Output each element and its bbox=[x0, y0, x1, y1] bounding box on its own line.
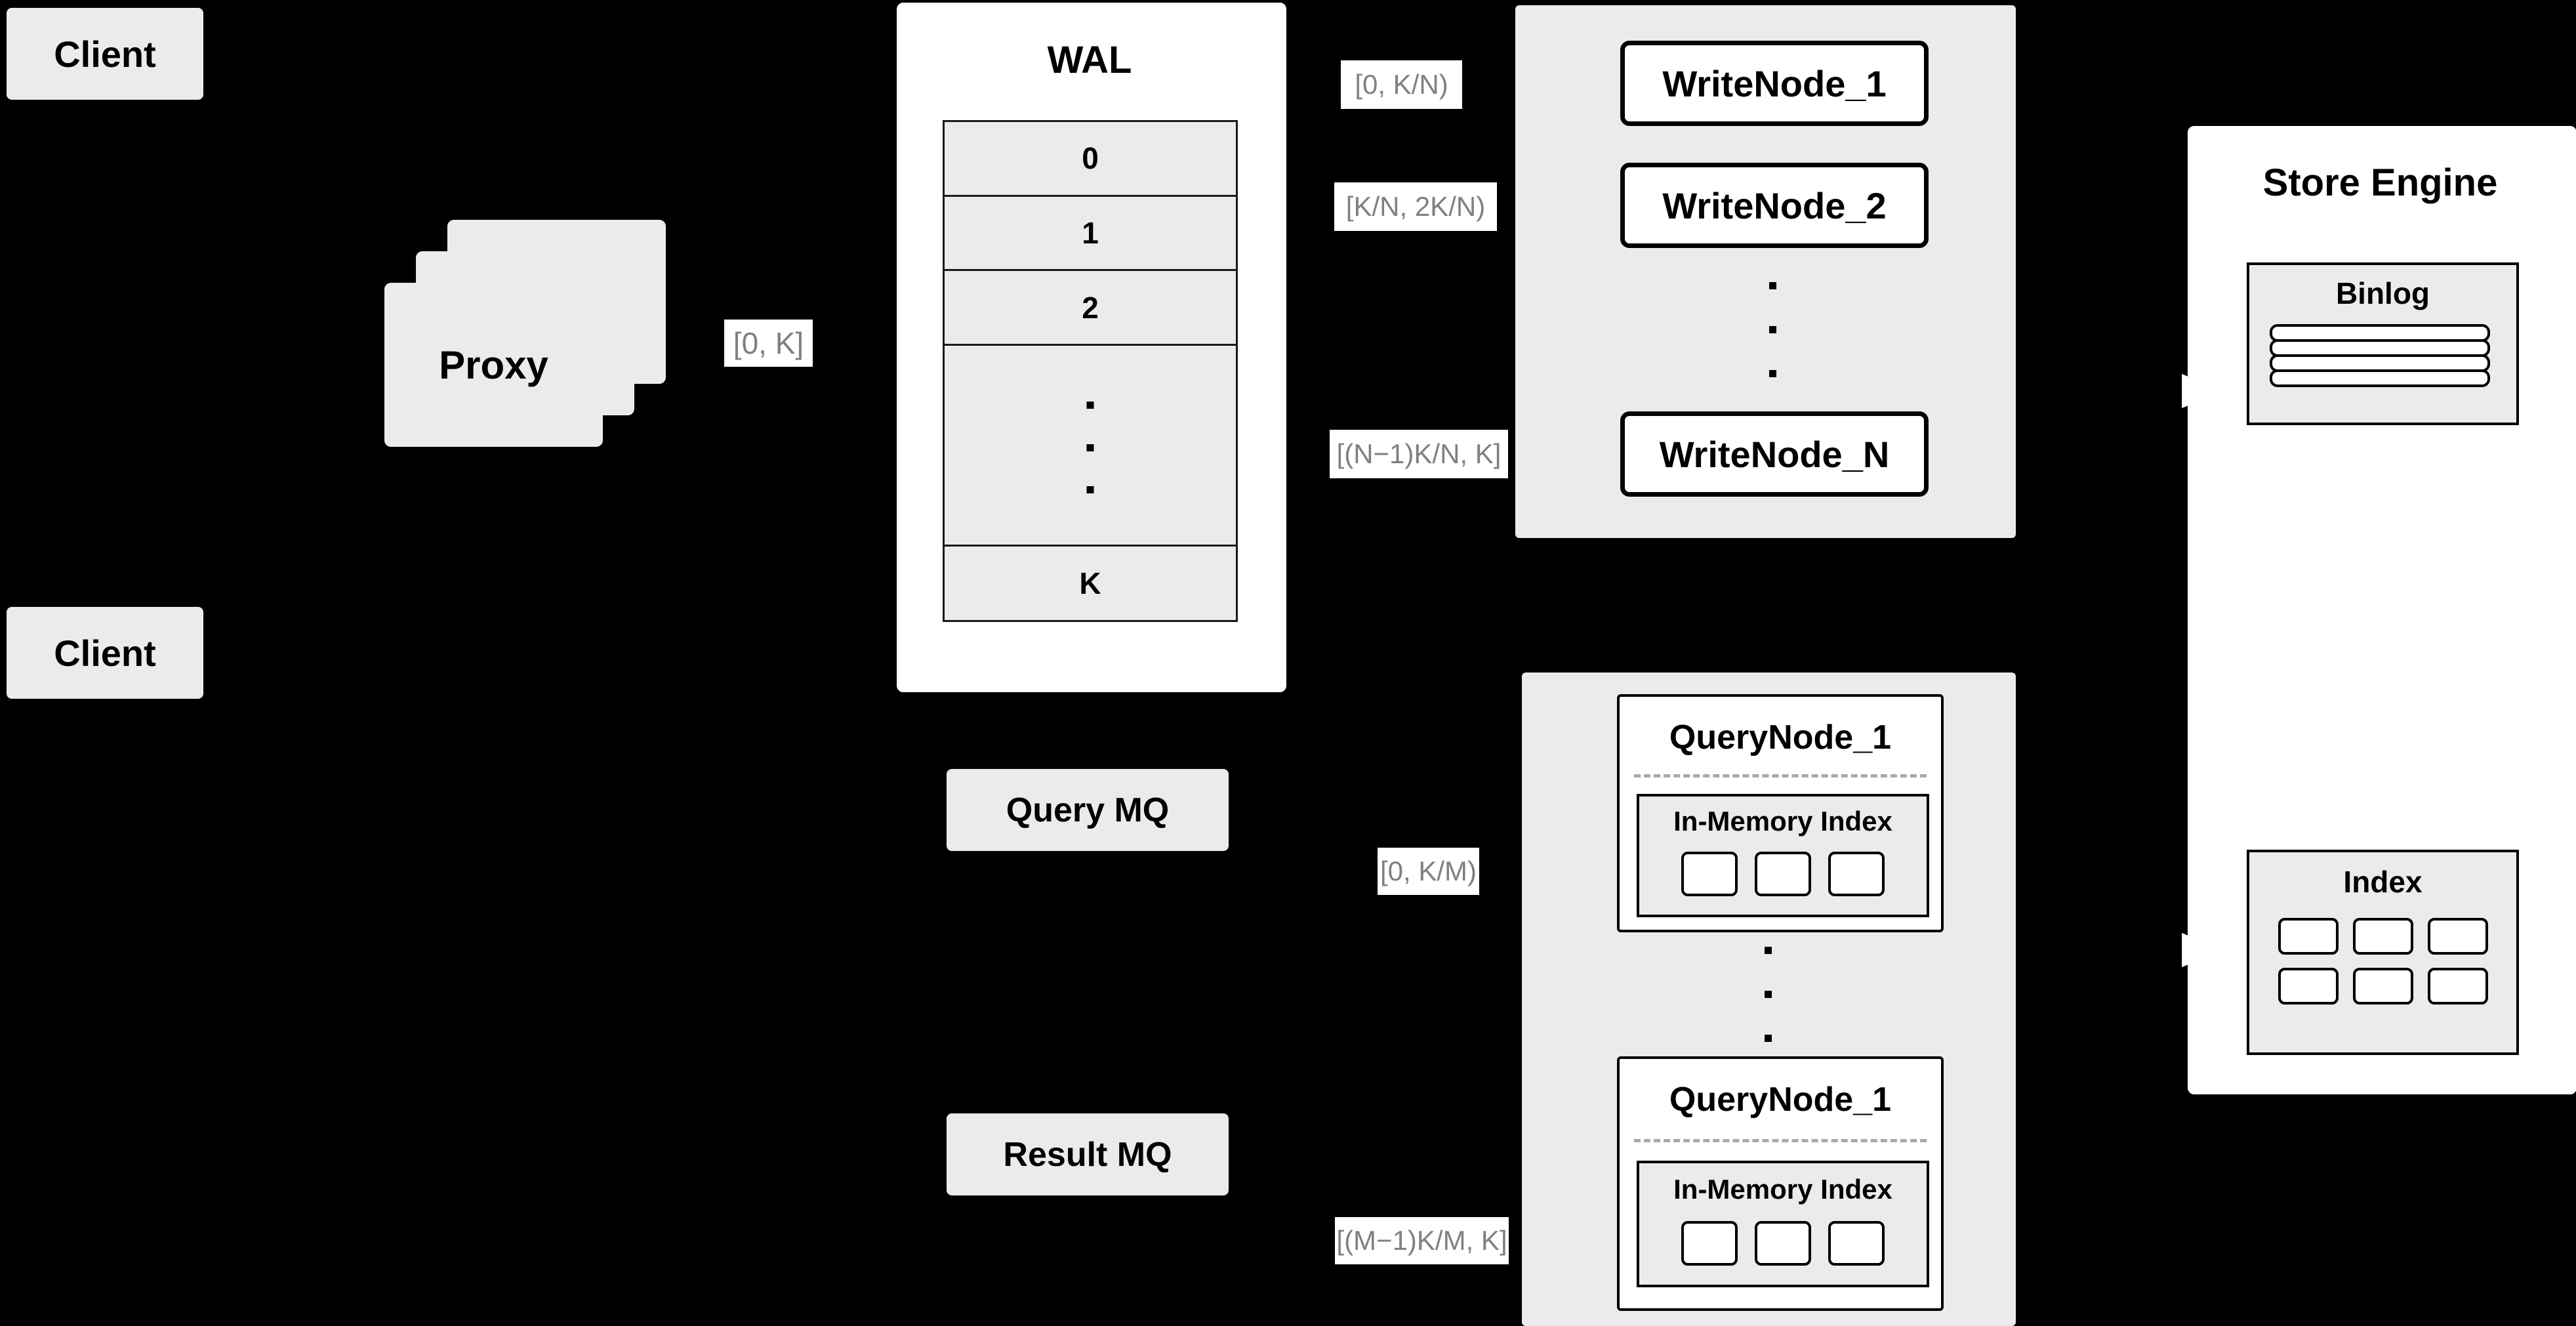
query-node-label: QueryNode_1 bbox=[1669, 718, 1892, 756]
edge-label-mq-to-querynode-1: [0, K/M) bbox=[1378, 848, 1479, 895]
index-cell[interactable] bbox=[2278, 968, 2339, 1005]
query-mq-box[interactable]: Query MQ bbox=[947, 769, 1229, 851]
in-memory-index-title: In-Memory Index bbox=[1639, 806, 1927, 837]
store-engine-title: Store Engine bbox=[2188, 161, 2573, 205]
index-cell[interactable] bbox=[2427, 968, 2488, 1005]
edge-label-text: [0, K/N) bbox=[1355, 69, 1448, 100]
in-memory-index-label: In-Memory Index bbox=[1673, 806, 1892, 837]
edge-label-text: [(M−1)K/M, K] bbox=[1336, 1225, 1507, 1256]
edge-label-wal-to-writenode-2: [K/N, 2K/N) bbox=[1334, 182, 1497, 231]
wal-row-label: 2 bbox=[1082, 290, 1099, 325]
edge-label-wal-to-writenode-n: [(N−1)K/N, K] bbox=[1330, 430, 1508, 478]
vertical-ellipsis-icon bbox=[1765, 947, 1772, 1042]
wal-row-label: K bbox=[1079, 566, 1101, 601]
in-memory-index-title: In-Memory Index bbox=[1639, 1174, 1927, 1205]
result-mq-label: Result MQ bbox=[1003, 1135, 1172, 1174]
client-box-2[interactable]: Client bbox=[7, 607, 203, 699]
write-node-2[interactable]: WriteNode_2 bbox=[1620, 163, 1929, 248]
query-node-1[interactable]: QueryNode_1 In-Memory Index bbox=[1617, 694, 1944, 932]
edge-label-mq-to-querynode-m: [(M−1)K/M, K] bbox=[1335, 1217, 1509, 1264]
index-segment[interactable] bbox=[1828, 852, 1885, 896]
wal-row-label: 1 bbox=[1082, 216, 1099, 250]
wal-row-list: 0 1 2 K bbox=[943, 120, 1238, 622]
index-cell[interactable] bbox=[2427, 918, 2488, 955]
wal-title-text: WAL bbox=[1047, 39, 1132, 81]
client-label: Client bbox=[54, 632, 156, 674]
index-segment[interactable] bbox=[1755, 1221, 1811, 1266]
query-node-title: QueryNode_1 bbox=[1620, 718, 1941, 757]
write-node-label: WriteNode_N bbox=[1659, 433, 1890, 475]
proxy-box[interactable]: Proxy bbox=[384, 283, 603, 447]
index-title: Index bbox=[2249, 864, 2516, 900]
write-node-label: WriteNode_1 bbox=[1662, 62, 1887, 104]
wal-row-ellipsis bbox=[945, 346, 1236, 547]
edge-label-text: [K/N, 2K/N) bbox=[1345, 191, 1486, 222]
wal-row-label: 0 bbox=[1082, 141, 1099, 176]
index-segment[interactable] bbox=[1755, 852, 1811, 896]
in-memory-index-label: In-Memory Index bbox=[1673, 1174, 1892, 1205]
index-segment[interactable] bbox=[1828, 1221, 1885, 1266]
client-box-1[interactable]: Client bbox=[7, 8, 203, 100]
query-mq-label: Query MQ bbox=[1006, 791, 1170, 829]
index-cell[interactable] bbox=[2352, 968, 2413, 1005]
write-node-1[interactable]: WriteNode_1 bbox=[1620, 41, 1929, 126]
index-segment[interactable] bbox=[1681, 1221, 1738, 1266]
edge-label-text: [0, K/M) bbox=[1380, 856, 1477, 886]
query-node-separator bbox=[1634, 1139, 1927, 1142]
edge-label-proxy-to-wal: [0, K] bbox=[724, 320, 813, 367]
write-node-label: WriteNode_2 bbox=[1662, 184, 1887, 226]
store-engine-title-text: Store Engine bbox=[2262, 161, 2498, 204]
edge-label-text: [0, K] bbox=[733, 326, 804, 360]
index-segment[interactable] bbox=[1681, 852, 1738, 896]
wal-row[interactable]: 1 bbox=[945, 197, 1236, 272]
index-panel: Index bbox=[2247, 850, 2519, 1055]
result-mq-box[interactable]: Result MQ bbox=[947, 1113, 1229, 1195]
in-memory-index-m: In-Memory Index bbox=[1637, 1161, 1929, 1287]
wal-row[interactable]: 2 bbox=[945, 271, 1236, 346]
edge-label-wal-to-writenode-1: [0, K/N) bbox=[1341, 60, 1462, 109]
vertical-ellipsis-icon bbox=[1086, 402, 1094, 494]
index-title-text: Index bbox=[2343, 865, 2423, 899]
in-memory-index-1: In-Memory Index bbox=[1637, 794, 1929, 917]
proxy-label: Proxy bbox=[439, 342, 548, 387]
binlog-title-text: Binlog bbox=[2335, 276, 2430, 310]
binlog-title: Binlog bbox=[2249, 276, 2516, 311]
wal-title: WAL bbox=[897, 38, 1282, 82]
vertical-ellipsis-icon bbox=[1769, 282, 1776, 377]
write-node-n[interactable]: WriteNode_N bbox=[1620, 411, 1929, 497]
index-cell[interactable] bbox=[2352, 918, 2413, 955]
query-node-title: QueryNode_1 bbox=[1620, 1080, 1941, 1119]
query-node-m[interactable]: QueryNode_1 In-Memory Index bbox=[1617, 1056, 1944, 1311]
wal-row[interactable]: K bbox=[945, 547, 1236, 620]
wal-row[interactable]: 0 bbox=[945, 122, 1236, 197]
query-node-label: QueryNode_1 bbox=[1669, 1081, 1892, 1119]
client-label: Client bbox=[54, 33, 156, 75]
edge-label-text: [(N−1)K/N, K] bbox=[1336, 438, 1502, 469]
query-node-separator bbox=[1634, 774, 1927, 777]
index-cell[interactable] bbox=[2278, 918, 2339, 955]
binlog-strip[interactable] bbox=[2270, 369, 2490, 387]
